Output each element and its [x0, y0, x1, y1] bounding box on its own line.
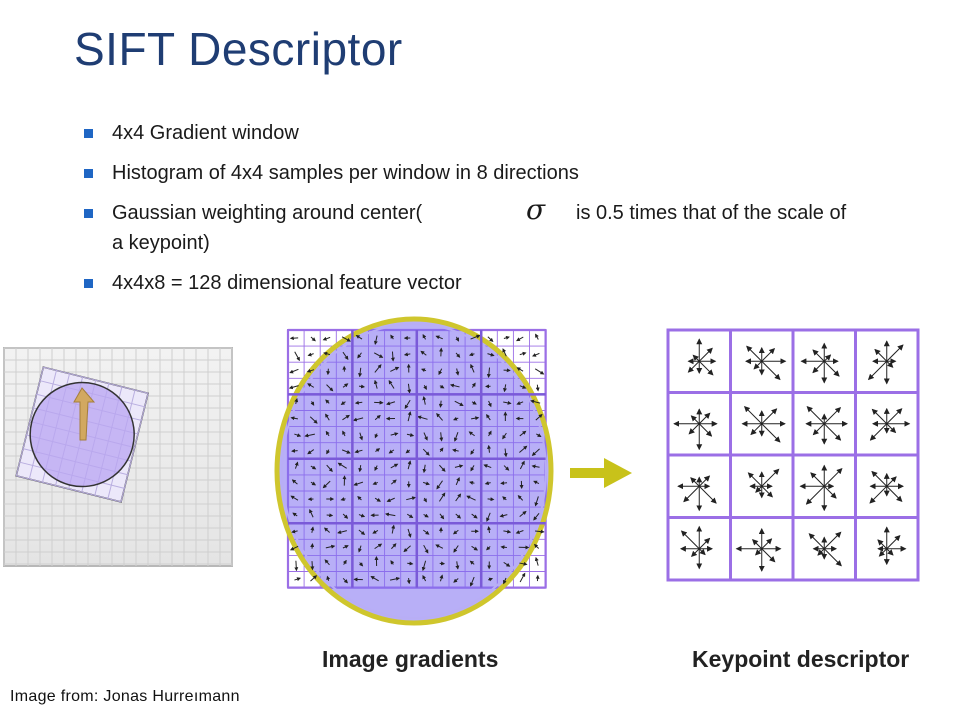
bullet-marker — [84, 209, 93, 218]
keypoint-thumbnail — [3, 347, 233, 567]
bullet-text-wrapped: a keypoint) — [112, 232, 210, 254]
caption-image-gradients: Image gradients — [322, 646, 499, 672]
bullet-text: 4x4 Gradient window — [112, 122, 299, 144]
bullet-text-continued: is 0.5 times that of the scale of — [576, 202, 847, 224]
orientation-arrow — [73, 387, 96, 441]
bullet-marker — [84, 279, 93, 288]
bullet-text: 4x4x8 = 128 dimensional feature vector — [112, 272, 462, 294]
caption-keypoint-descriptor: Keypoint descriptor — [692, 646, 910, 672]
sift-figure: Image gradients Keypoint descriptor — [0, 300, 960, 690]
bullet-marker — [84, 129, 93, 138]
bullet-marker — [84, 169, 93, 178]
bullet-text: Gaussian weighting around center( — [112, 202, 423, 224]
image-gradients-panel — [274, 316, 554, 626]
transform-arrow-icon — [570, 458, 632, 488]
figure-canvas — [3, 316, 920, 626]
keypoint-descriptor-panel — [666, 328, 920, 582]
sigma-symbol: σ — [526, 193, 546, 226]
image-credit: Image from: Jonas Hurreımann — [10, 688, 240, 705]
bullet-text: Histogram of 4x4 samples per window in 8… — [112, 162, 579, 184]
page-title: SIFT Descriptor — [74, 23, 403, 75]
